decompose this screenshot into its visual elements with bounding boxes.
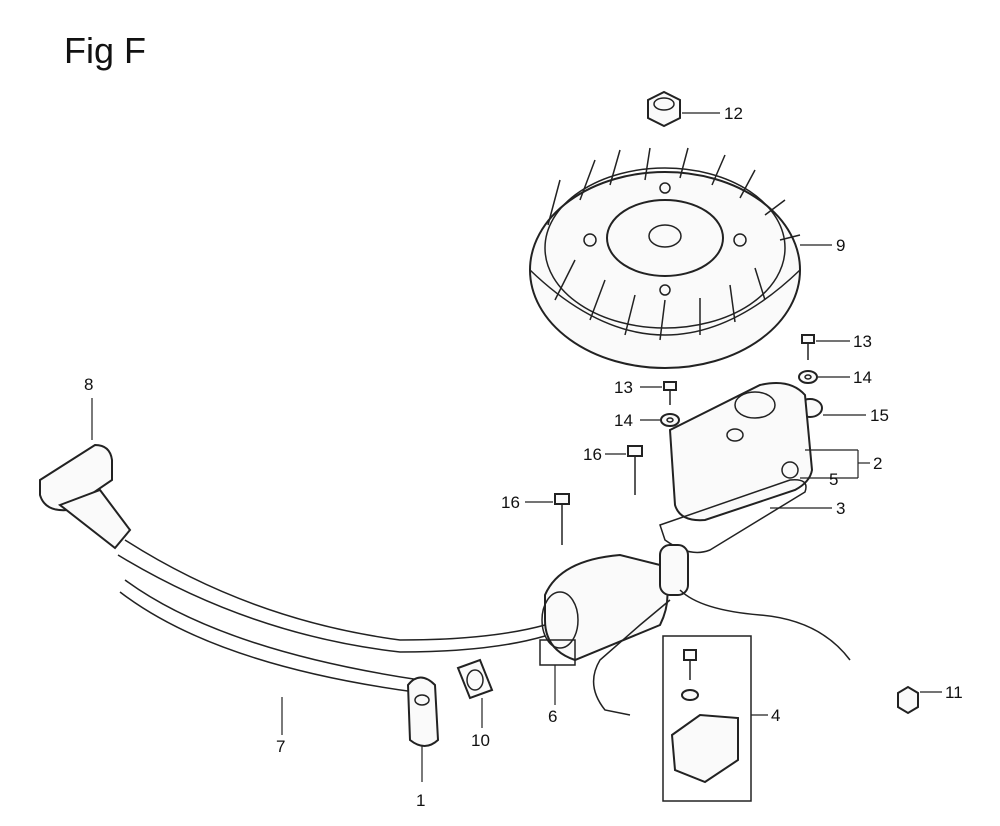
callout-13-center: 13 xyxy=(614,378,633,397)
callout-14-right: 14 xyxy=(853,368,872,387)
callout-5: 5 xyxy=(829,470,838,489)
callout-1: 1 xyxy=(416,791,425,810)
callout-2: 2 xyxy=(873,454,882,473)
bolt-16-upper xyxy=(627,445,643,495)
callout-12: 12 xyxy=(724,104,743,123)
flywheel xyxy=(529,147,801,369)
grommet-10 xyxy=(456,658,494,700)
washer-14-center xyxy=(660,413,680,427)
tube xyxy=(119,579,421,693)
stop-wire xyxy=(592,599,671,716)
callout-11: 11 xyxy=(945,683,963,702)
figure-title: Fig F xyxy=(64,30,147,71)
high-tension-lead xyxy=(124,539,546,641)
callout-8: 8 xyxy=(84,375,93,394)
flywheel-nut xyxy=(647,90,681,128)
callout-9: 9 xyxy=(836,236,845,255)
bolt-13-center xyxy=(663,381,677,405)
washer-14-right xyxy=(798,370,818,384)
callout-16-upper: 16 xyxy=(583,445,602,464)
callout-7: 7 xyxy=(276,737,285,756)
callout-15: 15 xyxy=(870,406,889,425)
ignition-cover xyxy=(668,382,814,522)
callout-4: 4 xyxy=(771,706,780,725)
bolt-13-right xyxy=(801,334,815,360)
nut-11 xyxy=(897,685,919,715)
callout-14-center: 14 xyxy=(614,411,633,430)
bolt-16-lower xyxy=(554,493,570,545)
callout-13-right: 13 xyxy=(853,332,872,351)
clip-1 xyxy=(406,676,440,747)
stop-switch-assembly xyxy=(662,635,752,802)
callout-10: 10 xyxy=(471,731,490,750)
callout-16-lower: 16 xyxy=(501,493,520,512)
ignition-coil xyxy=(539,544,689,666)
callout-3: 3 xyxy=(836,499,845,518)
ground-wire xyxy=(679,589,851,661)
callout-6: 6 xyxy=(548,707,557,726)
spark-plug-cap xyxy=(39,443,132,550)
